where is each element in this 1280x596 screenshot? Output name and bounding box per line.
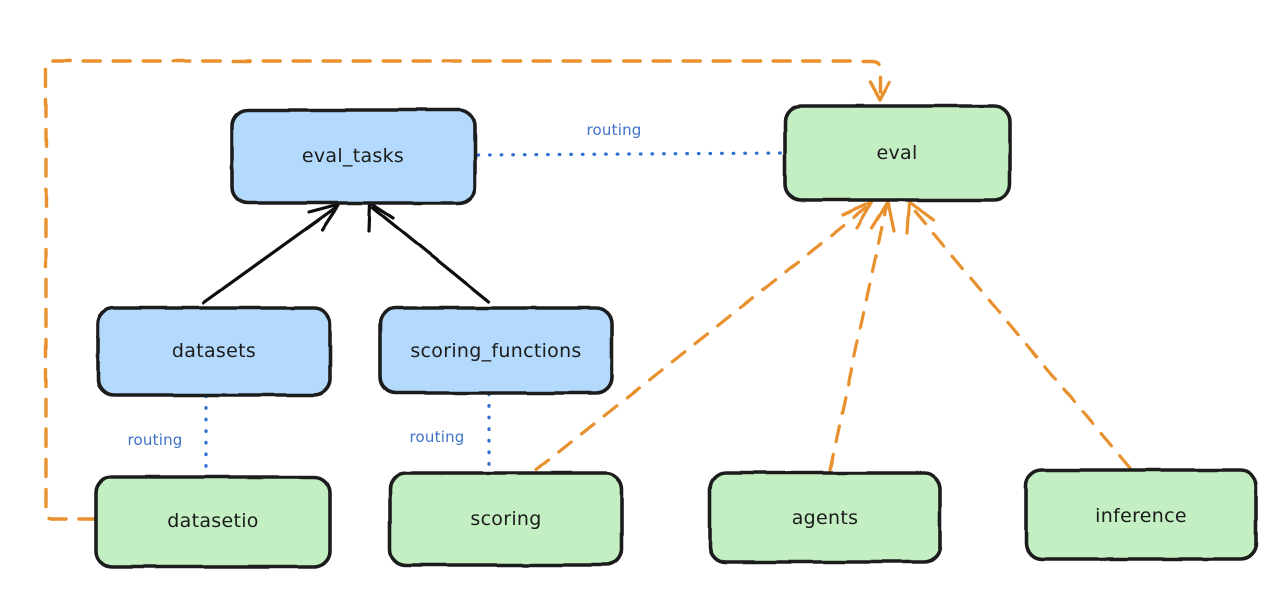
node-agents[interactable] — [708, 471, 942, 564]
node-datasets[interactable] — [96, 306, 332, 397]
edge-inference-eval — [905, 200, 1132, 470]
edge-datasetio-eval — [44, 59, 891, 521]
node-layer — [94, 104, 1258, 569]
node-datasetio[interactable] — [94, 475, 332, 569]
node-hit-datasetio[interactable] — [96, 477, 330, 567]
node-hit-scoring_functions[interactable] — [380, 308, 612, 393]
node-hit-datasets[interactable] — [98, 308, 330, 395]
edge-datasets-eval_tasks — [201, 202, 341, 305]
node-hit-eval[interactable] — [785, 106, 1010, 200]
node-scoring_functions[interactable] — [378, 306, 614, 395]
edge-agents-eval — [828, 200, 896, 472]
node-scoring[interactable] — [388, 471, 624, 567]
edge-scoring_functions-eval_tasks — [367, 201, 491, 304]
node-eval[interactable] — [783, 104, 1012, 202]
edge-scoring-eval — [534, 200, 874, 472]
node-hit-agents[interactable] — [710, 473, 940, 562]
node-hit-inference[interactable] — [1026, 470, 1256, 559]
node-eval_tasks[interactable] — [230, 108, 477, 205]
node-hit-scoring[interactable] — [390, 473, 622, 565]
edge-layer — [44, 59, 1132, 521]
edge-eval_tasks-eval — [476, 151, 784, 157]
node-inference[interactable] — [1024, 468, 1258, 561]
node-hit-eval_tasks[interactable] — [232, 110, 475, 203]
